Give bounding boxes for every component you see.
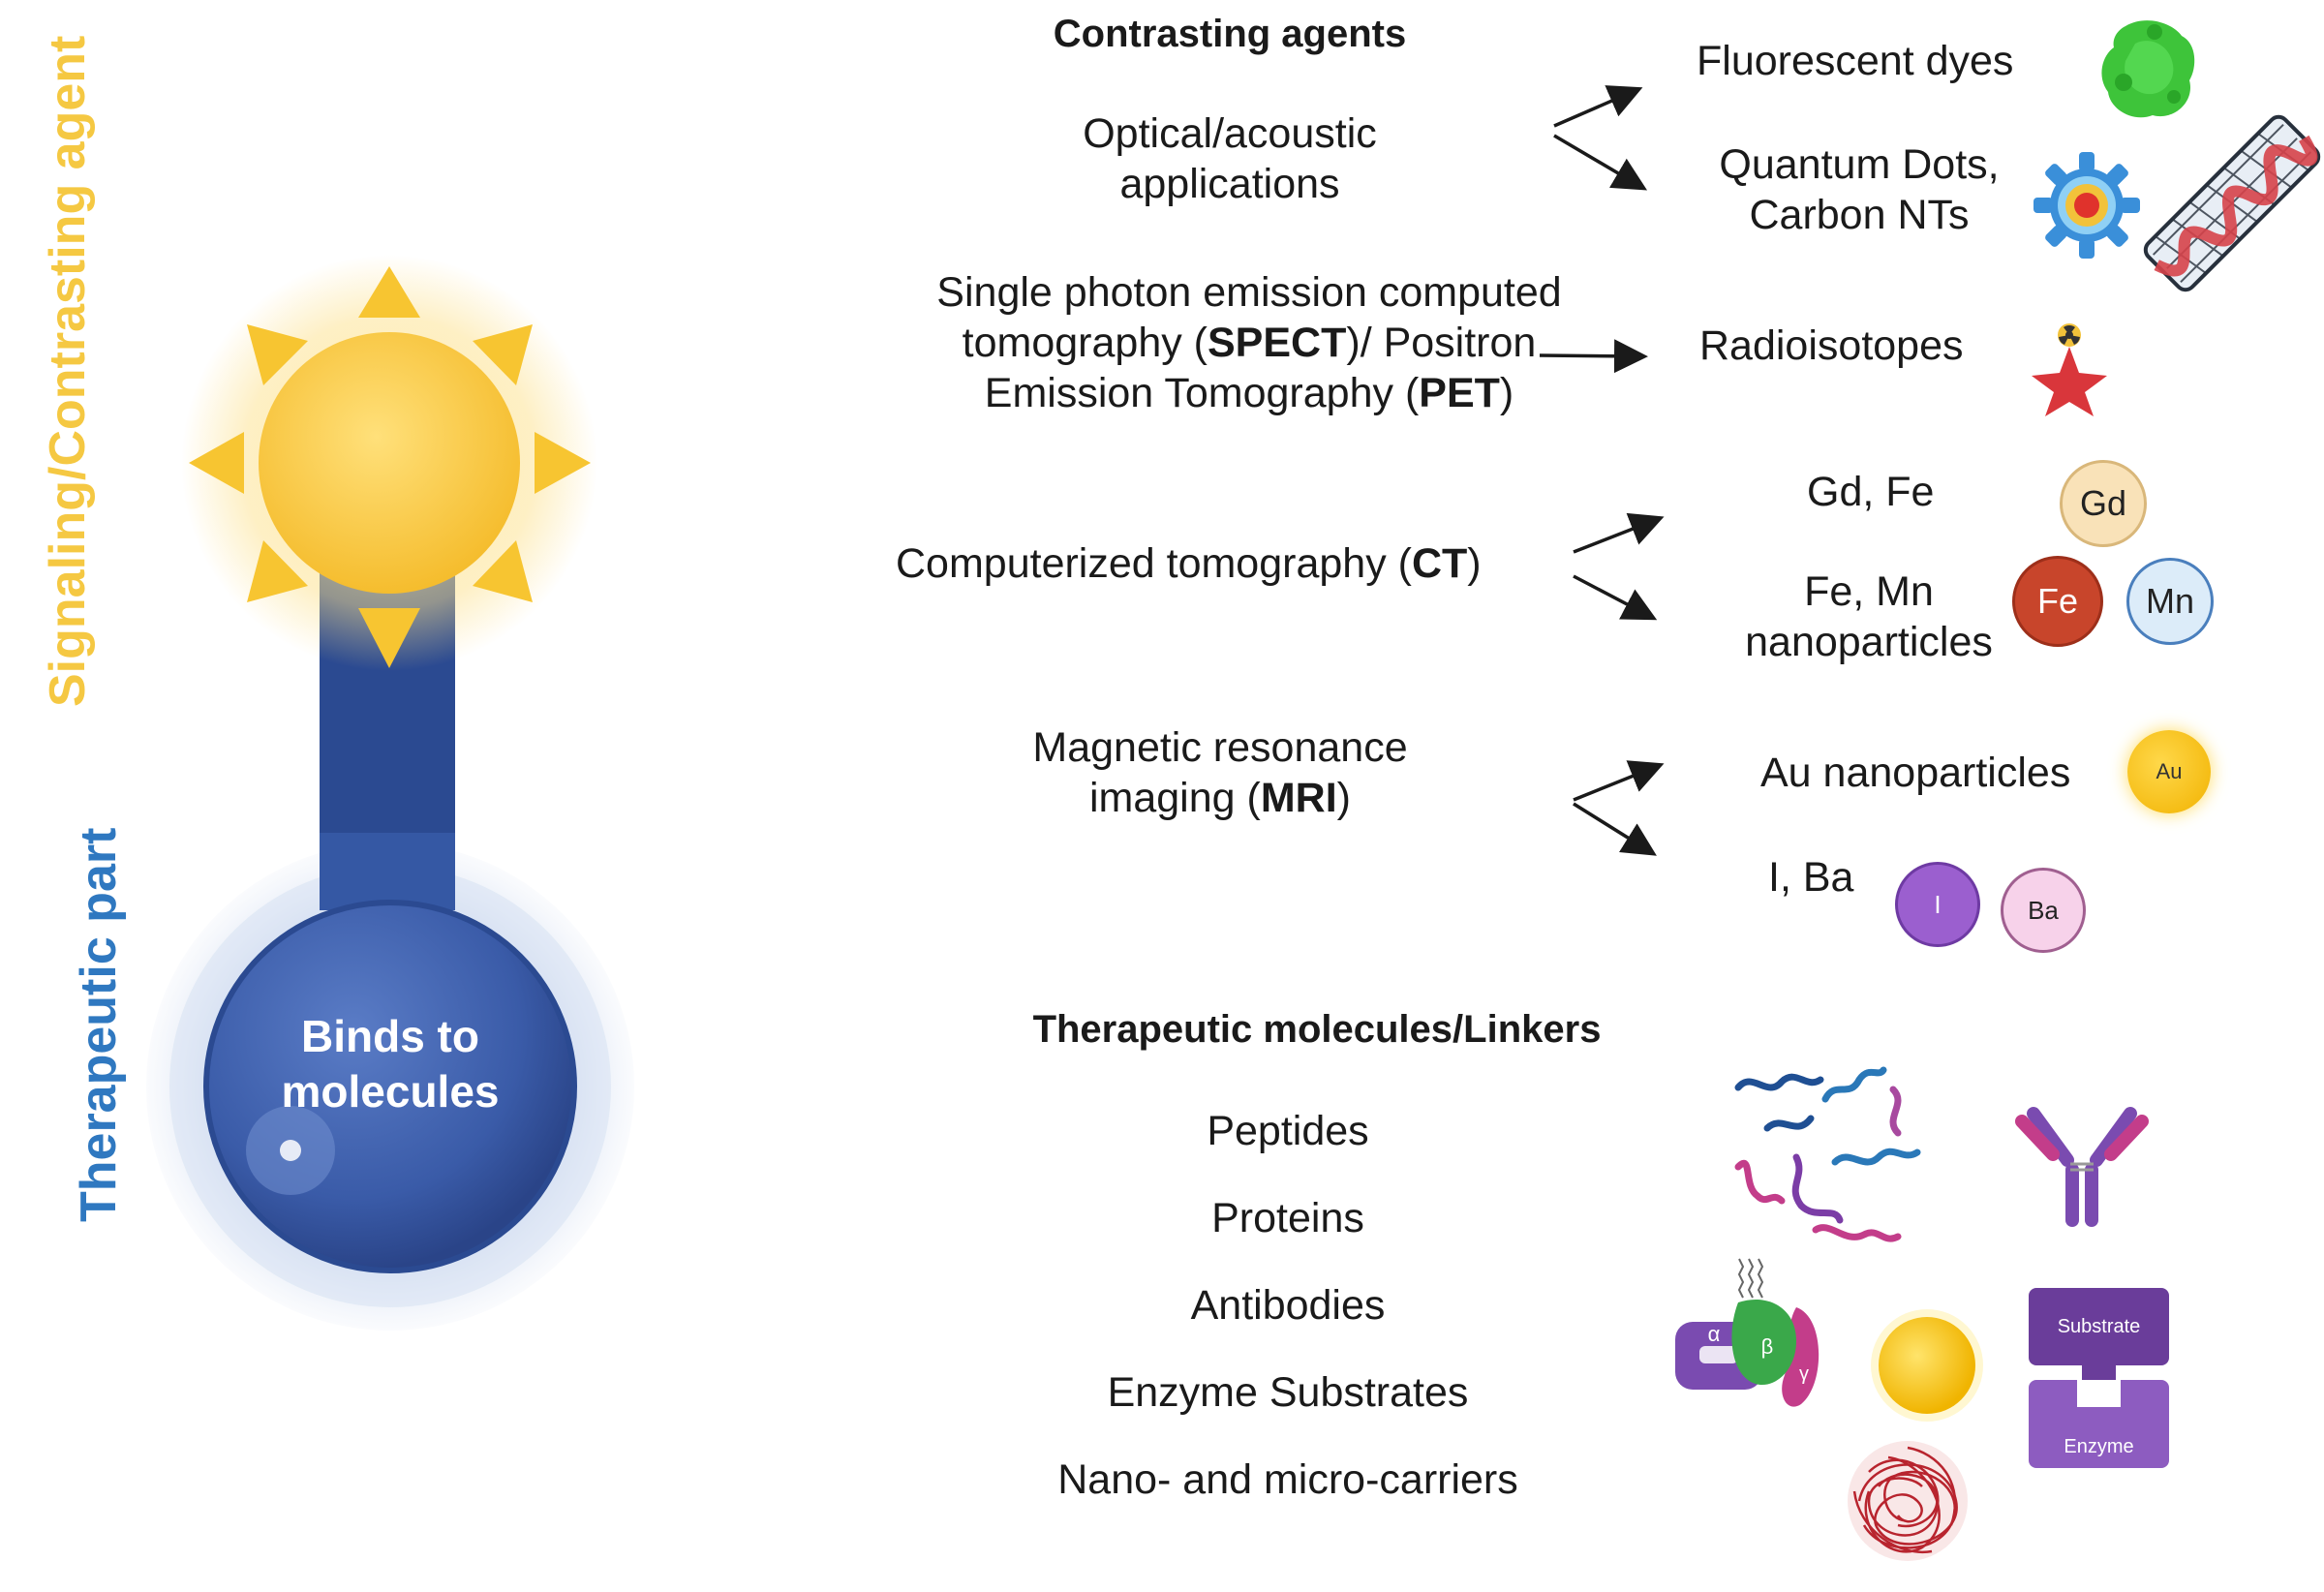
therapeutic-item-peptides: Peptides xyxy=(1207,1108,1369,1154)
protein-complex-icon: α β γ xyxy=(1675,1258,1819,1407)
therapeutic-heading: Therapeutic molecules/Linkers xyxy=(1032,1008,1602,1051)
au-disc: Au xyxy=(2127,730,2211,813)
therapeutic-item-proteins: Proteins xyxy=(1211,1195,1364,1241)
sun-icon xyxy=(259,332,520,594)
i-disc: I xyxy=(1895,862,1980,947)
optical-label: Optical/acoustic applications xyxy=(1083,110,1377,207)
therapeutic-item-enzyme-substrates: Enzyme Substrates xyxy=(1107,1369,1469,1416)
probe-illustration xyxy=(146,255,634,1331)
fe-disc: Fe xyxy=(2012,556,2103,647)
arrow-fluorescent xyxy=(1553,85,1643,128)
quantum-dot-icon xyxy=(2034,152,2140,259)
gamma-label: γ xyxy=(1799,1363,1809,1385)
arrow-i-ba xyxy=(1573,802,1657,856)
gd-fe-label: Gd, Fe xyxy=(1807,469,1935,515)
spect-pet-label: Single photon emission computed tomograp… xyxy=(852,267,1646,418)
polymer-carrier-icon xyxy=(1848,1441,1968,1561)
mn-disc: Mn xyxy=(2126,558,2214,645)
arrow-radioisotopes xyxy=(1539,339,1648,374)
fe-mn-label: Fe, Mn nanoparticles xyxy=(1745,568,1993,665)
radioisotope-icon xyxy=(2032,323,2107,416)
ba-disc: Ba xyxy=(2001,868,2086,953)
binds-label: Binds to molecules xyxy=(281,1011,500,1117)
peptides-icon xyxy=(1734,1066,1921,1242)
gd-disc: Gd xyxy=(2060,460,2147,547)
antibody-icon xyxy=(2015,1107,2149,1227)
spect-line-2: tomography (SPECT)/ Positron xyxy=(962,320,1537,366)
arrow-au xyxy=(1573,760,1665,802)
gold-nanosphere-icon xyxy=(1871,1309,1983,1422)
au-label: Au nanoparticles xyxy=(1760,750,2071,796)
quantum-label: Quantum Dots, Carbon NTs xyxy=(1719,141,2000,238)
i-ba-label: I, Ba xyxy=(1768,854,1854,901)
ct-label: Computerized tomography (CT) xyxy=(896,540,1482,587)
sun-rays xyxy=(189,266,591,668)
spect-line-1: Single photon emission computed xyxy=(936,269,1562,316)
arrow-fe-mn xyxy=(1573,574,1658,621)
substrate-block: Substrate xyxy=(2029,1288,2169,1365)
therapeutic-item-carriers: Nano- and micro-carriers xyxy=(1057,1456,1518,1503)
enzyme-substrate-icon: Substrate Enzyme xyxy=(2029,1288,2169,1468)
carbon-nanotube-icon xyxy=(2143,114,2321,292)
spect-line-3: Emission Tomography (PET) xyxy=(984,370,1514,416)
radioisotopes-label: Radioisotopes xyxy=(1699,322,1964,369)
alpha-label: α xyxy=(1708,1322,1721,1346)
fluorescent-dye-icon xyxy=(2101,20,2195,118)
mri-label: Magnetic resonance imaging (MRI) xyxy=(1032,724,1408,821)
arrow-gd-fe xyxy=(1573,512,1665,554)
contrasting-heading: Contrasting agents xyxy=(1053,13,1407,55)
arrow-quantum xyxy=(1553,134,1648,191)
therapeutic-item-antibodies: Antibodies xyxy=(1190,1282,1386,1329)
beta-label: β xyxy=(1761,1334,1774,1359)
fluorescent-label: Fluorescent dyes xyxy=(1697,38,2014,84)
